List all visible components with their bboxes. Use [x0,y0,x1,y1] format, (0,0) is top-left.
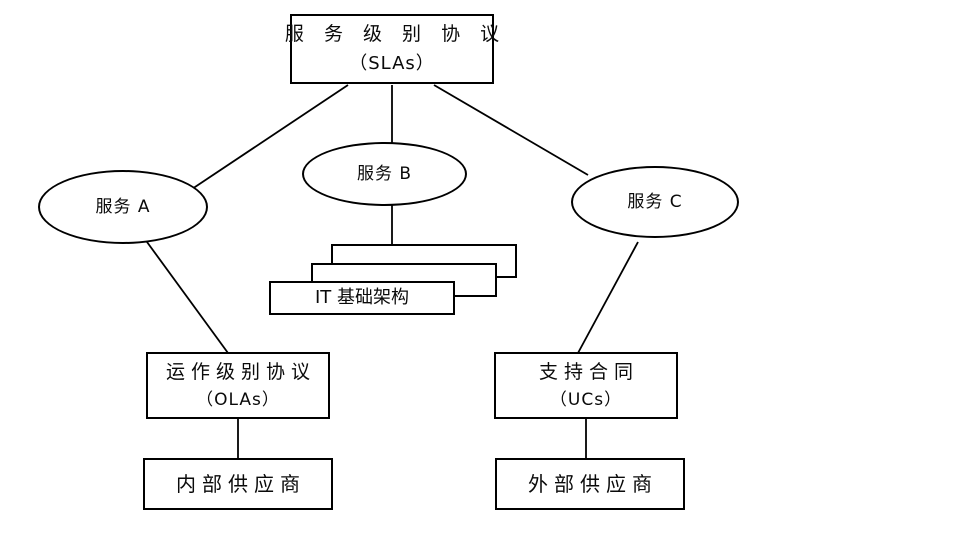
node-service-a-label: 服务 A [95,196,151,217]
node-service-b-label: 服务 B [356,163,413,184]
node-it-infrastructure: IT 基础架构 [269,281,455,315]
node-sla: 服 务 级 别 协 议 （SLAs） [285,14,499,84]
node-sla-abbreviation: （SLAs） [349,52,435,74]
node-uc-title: 支持合同 [538,360,639,383]
node-uc: 支持合同 （UCs） [494,352,678,419]
node-external-supplier-label: 外部供应商 [528,471,658,496]
edge-service-c-to-uc [577,241,639,354]
node-uc-abbreviation: （UCs） [549,390,623,411]
node-external-supplier: 外部供应商 [495,458,685,510]
node-service-c: 服务 C [571,166,739,238]
node-ola: 运作级别协议 （OLAs） [146,352,330,419]
node-internal-supplier: 内部供应商 [143,458,333,510]
node-service-b: 服务 B [302,142,467,206]
node-ola-abbreviation: （OLAs） [196,390,280,411]
edge-service-a-to-ola [146,241,229,354]
node-it-infrastructure-label: IT 基础架构 [314,287,410,309]
node-sla-title: 服 务 级 别 协 议 [284,23,507,46]
edge-sla-to-service-c [433,84,589,176]
edge-sla-to-service-a [191,84,349,190]
node-ola-title: 运作级别协议 [165,360,316,383]
node-internal-supplier-label: 内部供应商 [176,471,306,496]
node-service-c-label: 服务 C [627,191,683,212]
node-service-a: 服务 A [38,170,208,244]
